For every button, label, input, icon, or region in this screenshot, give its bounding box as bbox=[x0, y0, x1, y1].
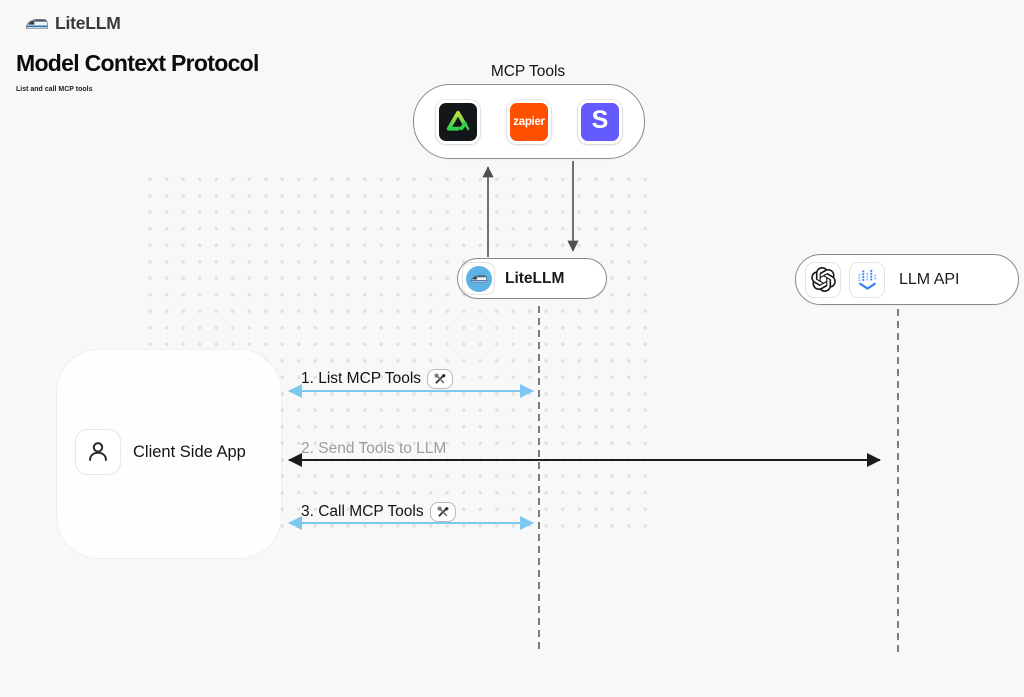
client-row: Client Side App bbox=[75, 429, 246, 475]
person-icon-card bbox=[75, 429, 121, 475]
brand-name: LiteLLM bbox=[55, 13, 121, 33]
openai-icon bbox=[810, 267, 836, 292]
hammer-wrench-icon bbox=[427, 369, 454, 389]
person-icon bbox=[84, 438, 112, 466]
zapier-logo: zapier bbox=[513, 115, 545, 128]
page-title: Model Context Protocol bbox=[16, 50, 259, 76]
triangle-tool-tile bbox=[436, 99, 480, 144]
litellm-avatar bbox=[465, 265, 492, 292]
litellm-avatar-frame bbox=[462, 262, 495, 295]
client-side-app-node: Client Side App bbox=[57, 350, 281, 558]
zapier-tile: zapier bbox=[507, 99, 551, 144]
litellm-train-icon bbox=[470, 273, 487, 285]
message-label-3: 3. Call MCP Tools bbox=[301, 502, 456, 522]
openai-icon-card bbox=[805, 261, 841, 298]
mcp-tools-label: MCP Tools bbox=[490, 63, 566, 80]
message-text-1: 1. List MCP Tools bbox=[301, 370, 422, 387]
stripe-logo: S bbox=[591, 106, 609, 134]
message-label-1: 1. List MCP Tools bbox=[301, 369, 454, 389]
client-side-app-label: Client Side App bbox=[133, 442, 246, 461]
brand-header: LiteLLM bbox=[25, 13, 121, 34]
llm-api-node: LLM API bbox=[795, 254, 1019, 305]
litellm-train-icon bbox=[25, 16, 48, 32]
message-label-2: 2. Send Tools to LLM bbox=[301, 440, 446, 458]
llm-api-node-label: LLM API bbox=[899, 270, 960, 288]
mcp-tools-group: zapier S bbox=[413, 84, 645, 159]
page-subtitle: List and call MCP tools bbox=[16, 86, 93, 93]
ingest-icon-card bbox=[849, 261, 885, 298]
hammer-wrench-icon bbox=[429, 502, 456, 522]
ingest-icon bbox=[856, 268, 879, 291]
litellm-node: LiteLLM bbox=[457, 258, 607, 299]
stripe-tile: S bbox=[578, 99, 622, 144]
green-triangle-icon bbox=[441, 105, 475, 139]
message-text-2: 2. Send Tools to LLM bbox=[301, 440, 447, 457]
litellm-node-label: LiteLLM bbox=[505, 269, 565, 287]
message-text-3: 3. Call MCP Tools bbox=[301, 503, 424, 520]
